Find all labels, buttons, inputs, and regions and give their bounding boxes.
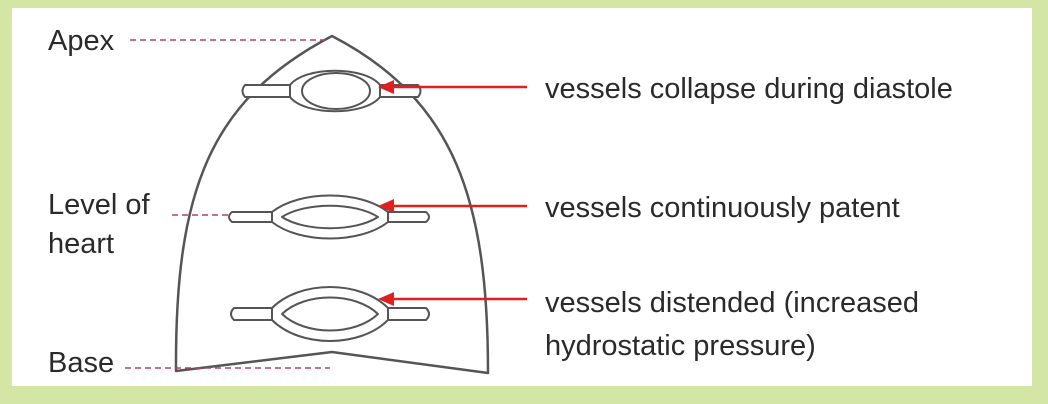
vessel-collapsed (241, 69, 422, 113)
label-vessels-distended-line2: hydrostatic pressure) (545, 330, 816, 362)
vessel-distended (230, 286, 430, 342)
vessel-patent (228, 194, 430, 240)
label-vessels-distended-line1: vessels distended (increased (545, 287, 919, 319)
arrow-top (378, 80, 527, 94)
label-level-line1: Level of (48, 189, 151, 221)
label-vessels-patent: vessels continuously patent (545, 192, 900, 224)
label-apex: Apex (48, 25, 115, 57)
arrow-bottom (378, 292, 527, 306)
label-vessels-collapse: vessels collapse during diastole (545, 73, 953, 105)
arrow-middle (378, 199, 527, 213)
label-level-line2: heart (48, 228, 114, 260)
diagram-panel (12, 8, 1032, 386)
lung-outline (174, 34, 490, 375)
label-base: Base (48, 347, 114, 379)
